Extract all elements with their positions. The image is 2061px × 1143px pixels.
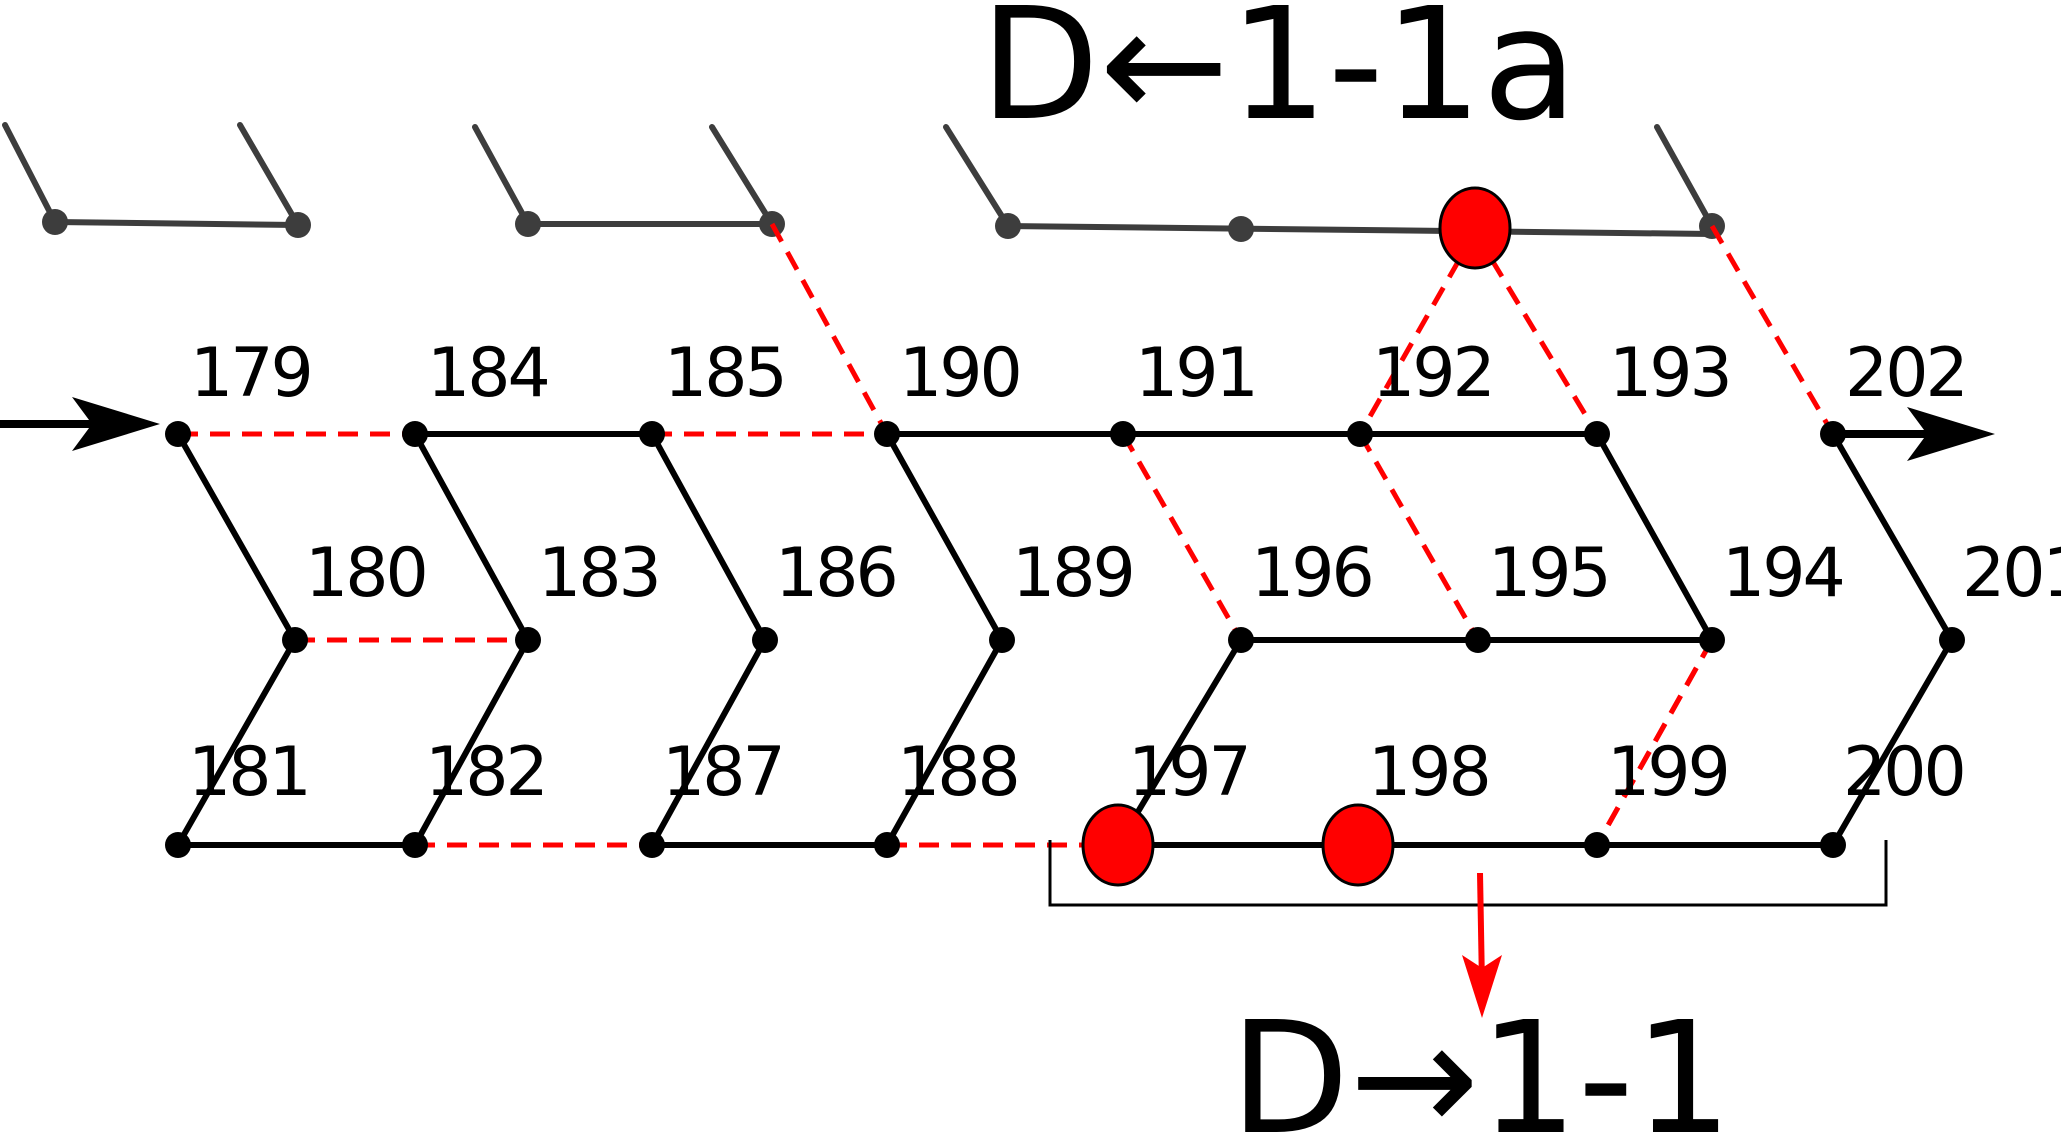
- upper-node-group: [42, 209, 1725, 242]
- node-label-186: 186: [775, 534, 896, 613]
- upper-bond: [943, 124, 1011, 229]
- output-arrow: [1833, 407, 1995, 461]
- node-199: [1584, 832, 1610, 858]
- upper-node: [995, 213, 1021, 239]
- bracket: [1048, 840, 1888, 907]
- node-label-180: 180: [305, 534, 426, 613]
- node-label-187: 187: [662, 733, 783, 812]
- bond-line: [649, 431, 768, 643]
- node-label-198: 198: [1368, 733, 1489, 812]
- node-191: [1110, 421, 1136, 447]
- upper-bond: [1005, 223, 1715, 237]
- node-label-195: 195: [1488, 534, 1609, 613]
- node-label-200: 200: [1843, 733, 1964, 812]
- node-193: [1584, 421, 1610, 447]
- node-label-190: 190: [899, 334, 1020, 413]
- node-192: [1347, 421, 1373, 447]
- marker-197: [1081, 803, 1155, 887]
- node-label-185: 185: [664, 334, 785, 413]
- node-190: [874, 421, 900, 447]
- upper-bond: [1654, 124, 1715, 229]
- bond-line: [884, 637, 1005, 848]
- node-label-192: 192: [1372, 334, 1493, 413]
- upper-node: [285, 212, 311, 238]
- label-group: 179 184 185 190 191 192 193 202 180 183 186 189 196 1…: [188, 334, 2061, 812]
- node-182: [402, 832, 428, 858]
- node-183: [515, 627, 541, 653]
- upper-node: [42, 209, 68, 235]
- node-185: [639, 421, 665, 447]
- down-arrowhead: [1462, 955, 1502, 1018]
- node-194: [1699, 627, 1725, 653]
- node-187: [639, 832, 665, 858]
- node-179: [165, 421, 191, 447]
- bottom-reaction-label: D→1-1: [1230, 988, 1732, 1143]
- bond-line: [1594, 431, 1715, 643]
- bond-line: [1830, 637, 1955, 848]
- hbond-group: [178, 431, 1715, 848]
- bond-line: [175, 431, 298, 643]
- marker-group: [1081, 803, 1395, 887]
- node-195: [1465, 627, 1491, 653]
- upper-bond: [52, 219, 301, 228]
- top-reaction-label: D←1-1a: [980, 0, 1577, 155]
- bond-line: [1830, 431, 1955, 643]
- bond-line: [412, 637, 531, 848]
- marker-198: [1321, 803, 1395, 887]
- node-label-184: 184: [427, 334, 548, 413]
- node-label-188: 188: [897, 733, 1018, 812]
- upper-bond: [2, 122, 58, 225]
- output-arrowhead: [1907, 407, 1995, 461]
- hbond-line: [769, 222, 890, 436]
- hbond-line: [1357, 432, 1481, 642]
- node-label-189: 189: [1012, 534, 1133, 613]
- input-arrowhead: [72, 397, 160, 451]
- down-arrow: [1462, 872, 1502, 1018]
- node-label-193: 193: [1609, 334, 1730, 413]
- node-label-179: 179: [190, 334, 311, 413]
- node-label-194: 194: [1722, 534, 1843, 613]
- hbond-line: [1357, 230, 1478, 436]
- node-181: [165, 832, 191, 858]
- hbond-line: [1709, 224, 1836, 436]
- hbond-line: [1594, 638, 1715, 847]
- hbond-line: [1120, 432, 1244, 642]
- input-arrow: [0, 397, 160, 451]
- node-201: [1939, 627, 1965, 653]
- upper-node: [515, 211, 541, 237]
- upper-node: [1228, 216, 1254, 242]
- bond-line: [412, 431, 531, 643]
- bond-line: [649, 637, 768, 848]
- node-196: [1228, 627, 1254, 653]
- bond-group: [175, 431, 1955, 848]
- node-label-197: 197: [1128, 733, 1249, 812]
- node-label-196: 196: [1251, 534, 1372, 613]
- bond-line: [175, 637, 298, 848]
- upper-bond: [709, 124, 775, 227]
- node-188: [874, 832, 900, 858]
- node-label-199: 199: [1607, 733, 1728, 812]
- node-189: [989, 627, 1015, 653]
- node-184: [402, 421, 428, 447]
- node-label-191: 191: [1135, 334, 1256, 413]
- hbond-line: [1472, 230, 1600, 436]
- upper-bond: [472, 124, 531, 227]
- upper-fragment-group: [2, 122, 1715, 237]
- node-180: [282, 627, 308, 653]
- node-label-183: 183: [538, 534, 659, 613]
- node-label-202: 202: [1845, 334, 1966, 413]
- node-label-181: 181: [188, 733, 309, 812]
- node-200: [1820, 832, 1846, 858]
- node-label-182: 182: [425, 733, 546, 812]
- upper-marker: [1438, 186, 1512, 270]
- node-186: [752, 627, 778, 653]
- node-label-201: 201: [1962, 534, 2061, 613]
- bond-line: [884, 431, 1005, 643]
- upper-bond: [237, 122, 301, 228]
